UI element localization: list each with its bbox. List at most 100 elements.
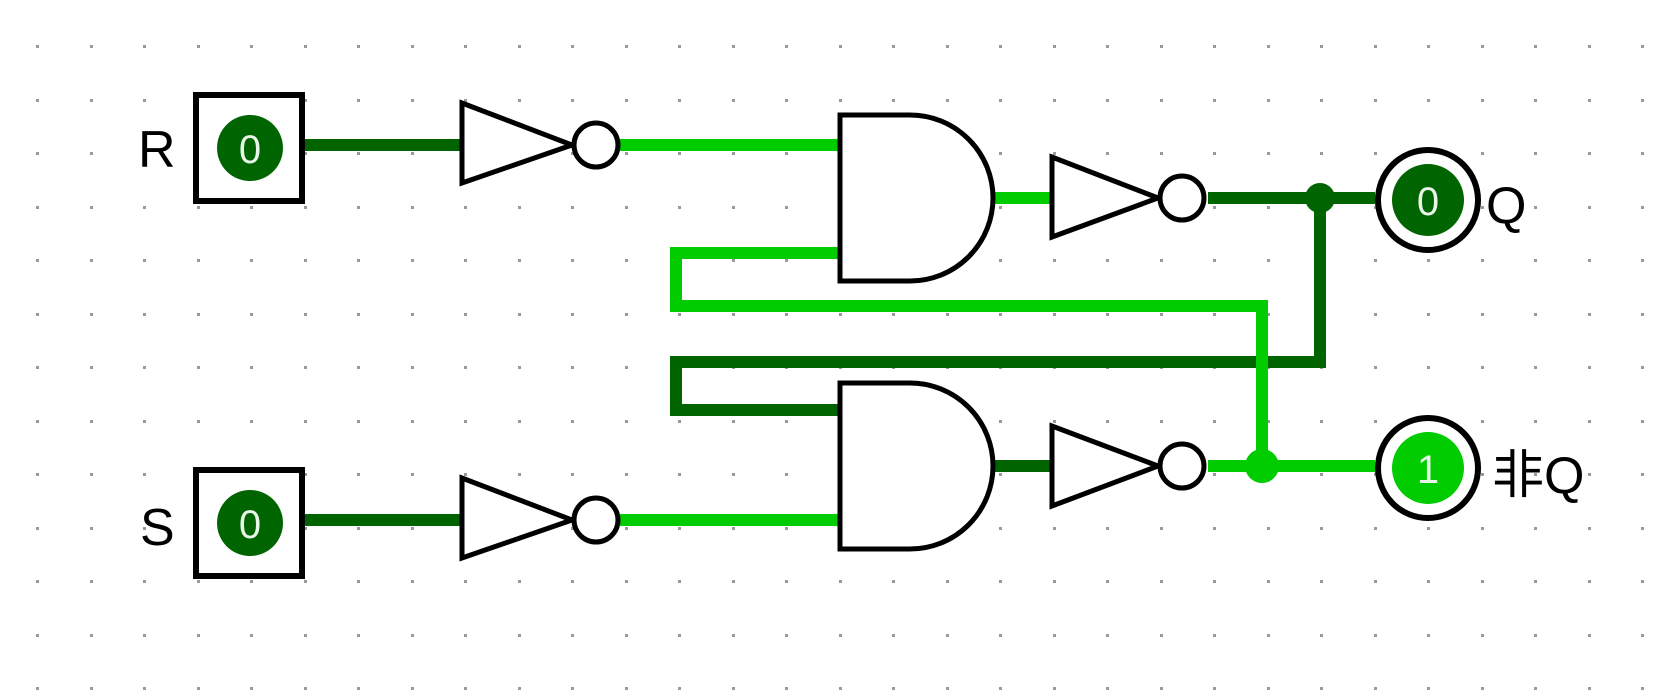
not-gate-q[interactable] — [1049, 153, 1207, 241]
grid-dot — [946, 634, 949, 637]
grid-dot — [1160, 259, 1163, 262]
grid-dot — [999, 313, 1002, 316]
and-gate-2[interactable] — [837, 380, 996, 552]
grid-dot — [304, 366, 307, 369]
grid-dot — [250, 313, 253, 316]
wires-high — [620, 139, 1375, 526]
grid-dot — [785, 313, 788, 316]
grid-dot — [1160, 45, 1163, 48]
grid-dot — [678, 99, 681, 102]
grid-dot — [518, 206, 521, 209]
grid-dot — [625, 473, 628, 476]
grid-dot — [785, 206, 788, 209]
grid-dot — [1267, 206, 1270, 209]
grid-dot — [411, 420, 414, 423]
grid-dot — [304, 634, 307, 637]
grid-dot — [464, 420, 467, 423]
grid-dot — [1213, 45, 1216, 48]
grid-dot — [411, 366, 414, 369]
grid-dot — [1481, 99, 1484, 102]
output-pin-not-q[interactable]: 1 — [1375, 415, 1481, 521]
grid-dot — [143, 527, 146, 530]
grid-dot — [518, 366, 521, 369]
grid-dot — [357, 259, 360, 262]
grid-dot — [143, 366, 146, 369]
wire-notq-feedback — [670, 247, 1268, 466]
grid-dot — [785, 580, 788, 583]
grid-dot — [36, 580, 39, 583]
grid-dot — [1053, 259, 1056, 262]
grid-dot — [1641, 366, 1644, 369]
grid-dot — [1053, 527, 1056, 530]
grid-dot — [1534, 527, 1537, 530]
grid-dot — [1106, 634, 1109, 637]
grid-dot — [1534, 99, 1537, 102]
grid-dot — [732, 259, 735, 262]
grid-dot — [1320, 99, 1323, 102]
grid-dot — [1481, 473, 1484, 476]
grid-dot — [1374, 527, 1377, 530]
grid-dot — [36, 259, 39, 262]
input-pin-s[interactable]: 0 — [193, 467, 305, 579]
grid-dot — [1641, 420, 1644, 423]
not-gate-s[interactable] — [459, 474, 621, 562]
grid-dot — [785, 259, 788, 262]
grid-dot — [999, 473, 1002, 476]
grid-dot — [36, 687, 39, 690]
grid-dot — [36, 634, 39, 637]
grid-dot — [518, 473, 521, 476]
grid-dot — [1534, 687, 1537, 690]
output-pin-q[interactable]: 0 — [1375, 147, 1481, 253]
grid-dot — [999, 420, 1002, 423]
grid-dot — [411, 473, 414, 476]
not-gate-not-q[interactable] — [1049, 422, 1207, 510]
grid-dot — [357, 527, 360, 530]
grid-dot — [357, 687, 360, 690]
grid-dot — [143, 420, 146, 423]
grid-dot — [1588, 366, 1591, 369]
grid-dot — [1534, 313, 1537, 316]
not-gate-r[interactable] — [459, 99, 621, 187]
grid-dot — [1213, 580, 1216, 583]
input-pin-r-value: 0 — [239, 128, 261, 172]
grid-dot — [518, 420, 521, 423]
grid-dot — [1053, 45, 1056, 48]
grid-dot — [999, 687, 1002, 690]
grid-dot — [357, 152, 360, 155]
input-pin-r[interactable]: 0 — [193, 92, 305, 204]
grid-dot — [1481, 259, 1484, 262]
grid-dot — [197, 420, 200, 423]
grid-dot — [1588, 420, 1591, 423]
grid-dot — [678, 473, 681, 476]
grid-dot — [1588, 45, 1591, 48]
grid-dot — [1481, 45, 1484, 48]
grid-dot — [732, 152, 735, 155]
grid-dot — [785, 473, 788, 476]
grid-dot — [1427, 313, 1430, 316]
grid-dot — [1427, 259, 1430, 262]
output-pin-q-value: 0 — [1417, 180, 1439, 224]
grid-dot — [304, 527, 307, 530]
grid-dot — [357, 473, 360, 476]
grid-dot — [197, 580, 200, 583]
grid-dot — [36, 473, 39, 476]
grid-dot — [464, 259, 467, 262]
grid-dot — [732, 420, 735, 423]
grid-dot — [36, 99, 39, 102]
grid-dot — [411, 152, 414, 155]
grid-dot — [732, 634, 735, 637]
grid-dot — [839, 580, 842, 583]
grid-dot — [90, 206, 93, 209]
grid-dot — [678, 313, 681, 316]
grid-dot — [1534, 259, 1537, 262]
output-pin-not-q-value: 1 — [1417, 448, 1439, 492]
and-gate-1[interactable] — [837, 112, 996, 284]
grid-dot — [1481, 420, 1484, 423]
grid-dot — [625, 313, 628, 316]
grid-dot — [1320, 473, 1323, 476]
grid-dot — [785, 152, 788, 155]
grid-dot — [625, 259, 628, 262]
grid-dot — [143, 152, 146, 155]
grid-dot — [1267, 420, 1270, 423]
grid-dot — [1213, 527, 1216, 530]
